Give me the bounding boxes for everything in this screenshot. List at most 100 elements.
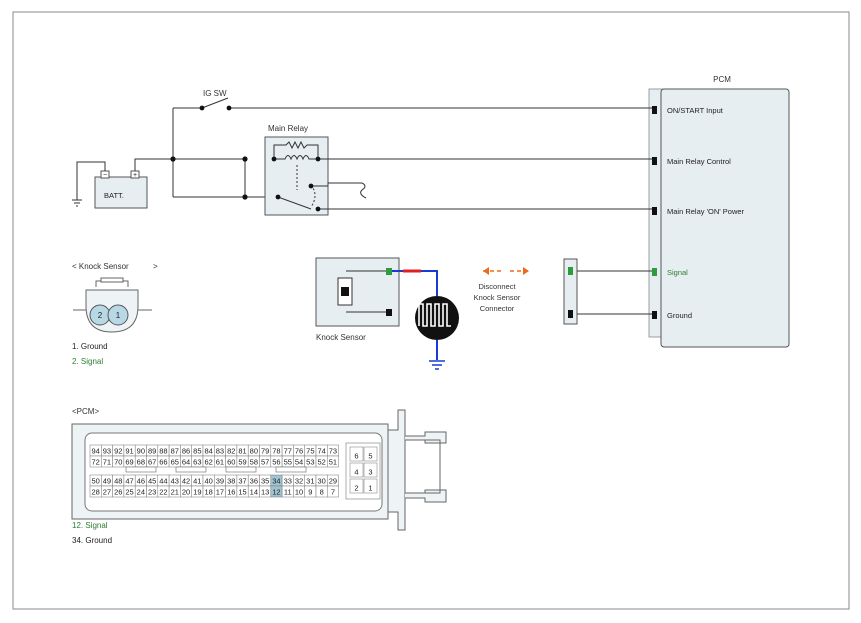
pcm-pin-number: 74 — [317, 447, 325, 456]
pcm-pin-number: 26 — [114, 488, 122, 497]
pcm-pin-number: 33 — [284, 477, 292, 486]
pcm-pin-number: 56 — [272, 458, 280, 467]
pcm-pin-marker — [652, 207, 657, 215]
pcm-pin-marker — [652, 311, 657, 319]
pcm-pin-number: 57 — [261, 458, 269, 467]
pcm-key-bar — [125, 466, 157, 473]
pcm-pin-number: 70 — [114, 458, 122, 467]
pcm-connector-legend-ground: 34. Ground — [72, 536, 112, 545]
main-relay-label: Main Relay — [268, 124, 308, 133]
pcm-pin-number: 45 — [148, 477, 156, 486]
battery-plus-wire — [134, 158, 173, 171]
pcm-pin-number: 68 — [137, 458, 145, 467]
pcm-pin-number: 15 — [238, 488, 246, 497]
pcm-pin-number: 51 — [329, 458, 337, 467]
pcm-pin-number: 90 — [137, 447, 145, 456]
pcm-pin-number: 38 — [227, 477, 235, 486]
harness-pin-ground — [568, 310, 573, 318]
knock-sensor-crystal — [341, 287, 349, 296]
pcm-pin-on-start: ON/START Input — [667, 106, 724, 115]
pcm-pin-number: 7 — [331, 488, 335, 497]
pcm-key-bar — [275, 466, 307, 473]
pcm-pin-number: 62 — [204, 458, 212, 467]
pcm-pin-number: 41 — [193, 477, 201, 486]
battery-label: BATT. — [104, 191, 124, 200]
pcm-pin-number: 87 — [171, 447, 179, 456]
pcm-pin-ground: Ground — [667, 311, 692, 320]
arrow-left-icon — [483, 267, 489, 275]
pcm-key-bar — [225, 466, 257, 473]
pcm-pin-number: 27 — [103, 488, 111, 497]
pcm-key-bar — [175, 466, 207, 473]
pcm-side-pin-cell — [349, 446, 364, 462]
pcm-pin-number: 94 — [91, 447, 99, 456]
pcm-pin-number: 39 — [216, 477, 224, 486]
connector-pin-2-label: 2 — [98, 311, 103, 320]
pcm-pin-number: 36 — [250, 477, 258, 486]
relay-switch-blade — [277, 196, 312, 210]
pcm-pin-number: 25 — [125, 488, 133, 497]
pcm-pin-number: 11 — [284, 488, 292, 497]
pcm-pin-number: 21 — [171, 488, 179, 497]
harness-to-pcm-wires — [577, 270, 652, 315]
pcm-pin-number: 18 — [204, 488, 212, 497]
knock-sensor-leads — [346, 270, 387, 313]
connector-latch-top — [100, 277, 124, 283]
diagram-frame — [12, 11, 850, 610]
pcm-pin-number: 67 — [148, 458, 156, 467]
knock-connector-legend-ground: 1. Ground — [72, 342, 108, 351]
pcm-pin-number: 3 — [368, 468, 372, 477]
battery-minus-label: − — [103, 172, 107, 179]
pcm-side-pin-cell — [349, 462, 364, 478]
battery-ground-wire — [76, 161, 106, 200]
battery-body — [94, 176, 148, 209]
pcm-pin-main-relay-control: Main Relay Control — [667, 157, 731, 166]
pcm-pin-number: 29 — [329, 477, 337, 486]
oscilloscope-waveform — [418, 303, 451, 327]
pcm-pin-number: 1 — [368, 484, 372, 493]
pcm-pin-number: 72 — [91, 458, 99, 467]
pcm-pin-number: 24 — [137, 488, 145, 497]
knock-connector-title-end: > — [153, 262, 158, 271]
pcm-body — [660, 88, 790, 348]
pcm-pin-number: 50 — [91, 477, 99, 486]
pcm-pin-number: 54 — [295, 458, 303, 467]
pcm-pin-number: 49 — [103, 477, 111, 486]
relay-coil — [274, 155, 318, 161]
pcm-pin-number: 22 — [159, 488, 167, 497]
knock-sensor-pin-ground — [386, 309, 392, 316]
ground-icon — [429, 360, 445, 370]
pcm-pin-number: 65 — [171, 458, 179, 467]
pcm-pin-number: 37 — [238, 477, 246, 486]
pcm-pin-number: 64 — [182, 458, 190, 467]
pcm-pin-main-relay-on-power: Main Relay 'ON' Power — [667, 207, 745, 216]
pcm-pin-number: 69 — [125, 458, 133, 467]
pcm-pin-number: 93 — [103, 447, 111, 456]
knock-connector-title: < Knock Sensor — [72, 262, 129, 271]
pcm-pin-number: 88 — [159, 447, 167, 456]
pcm-pin-number: 5 — [368, 452, 372, 461]
pcm-pin-number: 2 — [354, 484, 358, 493]
pcm-side-pin-cell — [363, 478, 378, 494]
pcm-connector-body — [405, 439, 441, 494]
pcm-connector-clip — [387, 409, 406, 531]
disconnect-note-line1: Disconnect — [478, 282, 516, 291]
pcm-pin-number: 34 — [272, 477, 280, 486]
pcm-pin-number: 17 — [216, 488, 224, 497]
pcm-pin-number: 32 — [295, 477, 303, 486]
pcm-pin-number: 8 — [320, 488, 324, 497]
connector-pin-1 — [107, 304, 129, 326]
ig-switch-blade — [201, 97, 229, 109]
pcm-pin-number: 47 — [125, 477, 133, 486]
pcm-side-pin-cell — [363, 462, 378, 478]
pcm-pin-number: 84 — [204, 447, 212, 456]
pcm-pin-number: 20 — [182, 488, 190, 497]
pcm-block: PCM ON/START Input Main Relay Control Ma… — [648, 75, 790, 348]
pcm-pin-number: 48 — [114, 477, 122, 486]
pcm-pin-number: 78 — [272, 447, 280, 456]
pcm-pin-number: 81 — [238, 447, 246, 456]
pcm-connector-title: <PCM> — [72, 407, 99, 416]
pcm-pin-number: 59 — [238, 458, 246, 467]
pcm-pin-number: 76 — [295, 447, 303, 456]
knock-sensor-circuit: Knock Sensor Disconnect Knock Sensor Con… — [315, 257, 652, 370]
